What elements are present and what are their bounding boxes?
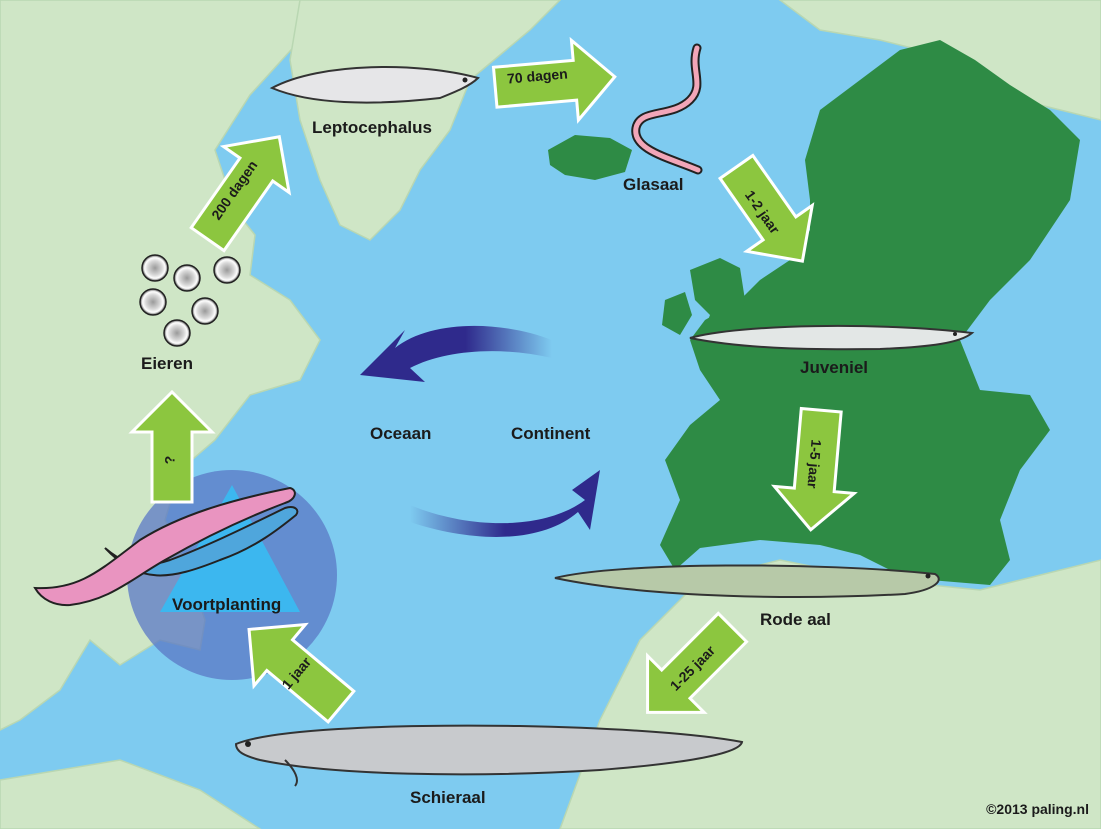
yellow-eel: [554, 564, 940, 598]
british-isles-land: [690, 258, 745, 345]
glass-eel-body: [633, 45, 701, 173]
egg: [141, 254, 169, 282]
arrow-70-dagen: [491, 36, 617, 124]
copyright: ©2013 paling.nl: [986, 801, 1089, 817]
voortplanting-label: Voortplanting: [172, 595, 282, 614]
current-to-continent-arrow: [410, 470, 600, 537]
arrow-question: [128, 389, 216, 504]
egg: [213, 256, 241, 284]
arrow-1-2-jaar: [717, 153, 815, 263]
juveniel-label: Juveniel: [800, 358, 869, 377]
male-eel-pink: [33, 486, 296, 607]
egg: [139, 288, 167, 316]
schieraal-label: Schieraal: [410, 788, 486, 807]
yellow-eel-eye: [925, 573, 931, 579]
egg: [163, 319, 191, 347]
ireland-land: [662, 292, 692, 335]
oceaan-label: Oceaan: [370, 424, 432, 443]
iceland-land: [548, 135, 632, 180]
continent-label: Continent: [511, 424, 591, 443]
female-eel-blue: [104, 506, 299, 577]
arrow-200-dagen: [189, 135, 292, 253]
eggs-group: [139, 254, 241, 347]
arrow-1-jaar: [247, 622, 356, 725]
north-america-land: [0, 0, 331, 731]
silver-eel-fin: [284, 759, 298, 787]
silver-eel-eye: [245, 741, 251, 747]
leptocephalus-label: Leptocephalus: [312, 118, 432, 137]
europe-land: [660, 40, 1080, 585]
south-america-land: [0, 759, 262, 829]
leptocephalus-larva: [269, 66, 480, 104]
eieren-label: Eieren: [141, 354, 193, 373]
arrow-1-5-jaar: [770, 406, 858, 532]
arrow-1-25-jaar: [646, 611, 749, 714]
leptocephalus-eye: [462, 77, 468, 83]
silver-eel: [234, 724, 744, 776]
current-to-ocean-arrow: [360, 325, 552, 382]
juvenile-eel: [689, 324, 975, 351]
egg: [191, 297, 219, 325]
greenland-land: [289, 0, 562, 241]
arrow-question-label: ?: [161, 455, 178, 465]
glasaal-label: Glasaal: [623, 175, 684, 194]
egg: [173, 264, 201, 292]
juvenile-eel-eye: [953, 332, 957, 336]
rode-aal-label: Rode aal: [760, 610, 831, 629]
